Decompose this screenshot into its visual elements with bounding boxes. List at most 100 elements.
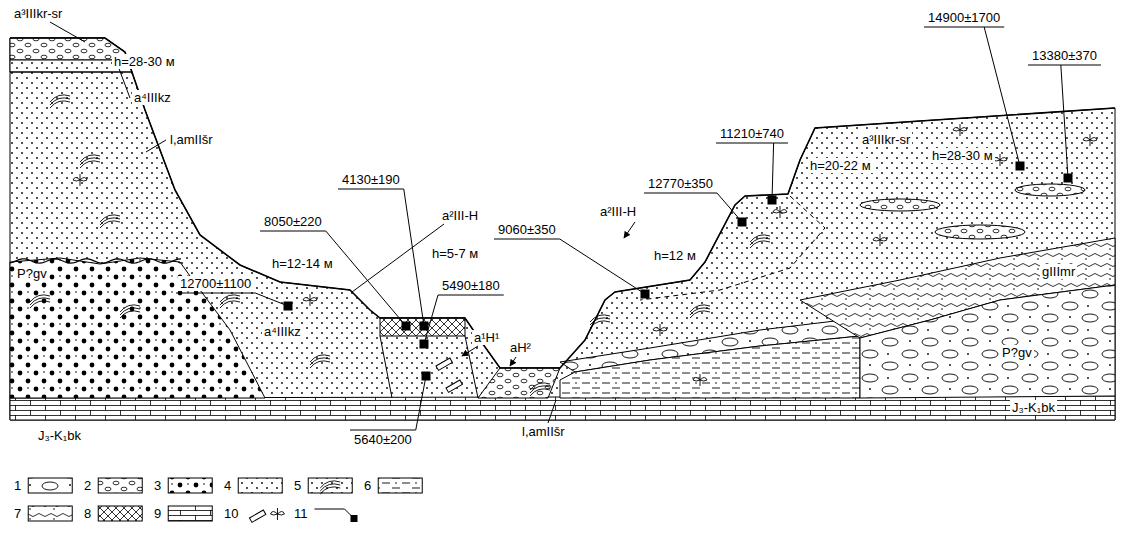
cross-bedding-symbol [100, 221, 120, 228]
sample-leader [326, 231, 406, 326]
legend-swatch [249, 508, 284, 522]
formation-index: P?gv [15, 266, 49, 281]
legend-swatch [238, 478, 282, 493]
terrace-height: h=12-14 м [270, 256, 335, 271]
cross-bedding-symbol [690, 311, 710, 318]
formation-index: gIIImr [1040, 264, 1077, 279]
swatch-ground [168, 506, 212, 521]
swatch-pattern [238, 478, 282, 493]
ground-surface [10, 38, 1115, 368]
sample-age: 5490±180 [440, 278, 502, 293]
sample-underline [260, 231, 326, 232]
gravel-lens [1015, 184, 1085, 196]
leader-line [548, 400, 556, 423]
contact-line [465, 336, 478, 398]
sample-leader [560, 239, 645, 294]
leader-line [118, 66, 130, 98]
swatch-ground [28, 478, 72, 493]
terrace-5-7-hatched [380, 318, 465, 336]
sample-age: 13380±370 [1030, 48, 1099, 63]
swatch-pattern [168, 478, 212, 493]
swatch-ground [378, 478, 422, 493]
sample-point [420, 340, 429, 349]
sample-point [420, 322, 429, 331]
plant-remains-symbol [1083, 134, 1097, 146]
sample-leader [255, 293, 288, 306]
cross-bedding-symbol [50, 101, 70, 108]
legend-number: 1 [12, 478, 23, 493]
legend-number: 11 [292, 506, 310, 521]
symbols [30, 95, 1097, 396]
legend-swatch [168, 478, 212, 493]
swatch-ground [238, 478, 282, 493]
gravel-lens [935, 225, 1025, 239]
formation-index: J₃-K₁bk [1010, 400, 1057, 415]
legend-swatch [315, 509, 358, 522]
boundaries [10, 38, 1115, 398]
sample-age: 11210±740 [718, 126, 786, 141]
sample-underline [716, 143, 788, 144]
sample-point [738, 218, 747, 227]
plant-remains-symbol [873, 234, 887, 246]
sample-age: 12700±1100 [178, 276, 253, 291]
terrace-height: h=12 м [652, 248, 698, 263]
formation-index: l,amIIšr [168, 132, 215, 147]
formation-index: a³IIIkr-sr [860, 132, 912, 147]
sample-leader [404, 189, 424, 326]
sample-leader [984, 27, 1020, 166]
index-arrow [510, 357, 516, 366]
formation-index: P?gv [1000, 345, 1034, 360]
sample-age: 9060±350 [496, 222, 558, 237]
sample-leader [416, 376, 426, 430]
formation-index: aH² [508, 340, 533, 355]
gravel-lens-ground [1015, 184, 1085, 196]
formation-index: a⁴IIIkz [132, 90, 173, 105]
ground-sand-ground [10, 38, 1115, 420]
clay-unit-ground [560, 336, 860, 398]
sample-leader-sample [315, 509, 353, 517]
legend-number: 5 [292, 478, 303, 493]
plant-remains-symbol [73, 174, 87, 186]
pgv-left-body-ground [10, 258, 265, 398]
tube-symbol [446, 380, 462, 392]
sample-leader [1061, 65, 1068, 178]
formation-index: l,amIIšr [520, 424, 567, 439]
sample-age: 8050±220 [262, 214, 324, 229]
gravel-lens [860, 199, 940, 211]
terrace-height: h=5-7 м [430, 246, 480, 261]
plant-remains-symbol [773, 206, 787, 218]
legend-number: 3 [152, 478, 163, 493]
cross-bedding-symbol [750, 241, 770, 248]
sample-point [1064, 174, 1073, 183]
legend-number: 4 [222, 478, 233, 493]
bedrock-limestone-ground [10, 396, 1115, 420]
cross-bedding-symbol [530, 389, 550, 396]
swatch-ground [98, 478, 142, 493]
plant-remains-symbol [993, 154, 1007, 166]
legend-swatch [308, 478, 352, 494]
cross-bedding-symbol [310, 361, 330, 368]
legend-swatch [168, 506, 212, 521]
plant-remains-symbol [270, 508, 284, 520]
pgv-right-body-ground [860, 285, 1115, 398]
floodplain-gravel [478, 368, 560, 398]
legend-swatch [378, 478, 422, 493]
swatch-pattern [308, 478, 352, 493]
sample-point [641, 290, 650, 299]
swatch-ground [98, 506, 142, 521]
sample-age: 5640±200 [352, 432, 414, 447]
leader-line [50, 22, 85, 42]
pgv-left-body [10, 258, 265, 398]
formation-index: a²III-H [598, 204, 638, 219]
cross-bedding-symbol [590, 321, 610, 328]
sample-underline [438, 295, 504, 296]
terrace-height: h=28-30 м [930, 148, 995, 163]
swatch-ground [168, 478, 212, 493]
sample-age: 12770±350 [646, 176, 715, 191]
tube-symbol [436, 358, 452, 370]
sample-point [1016, 162, 1025, 171]
plant-remains-symbol [303, 294, 317, 306]
contact-line [10, 72, 132, 73]
